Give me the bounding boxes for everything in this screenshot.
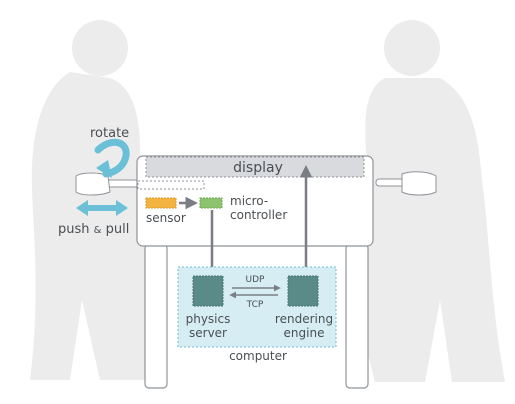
micro-label-line1: micro- — [230, 194, 268, 208]
tcp-label: TCP — [246, 300, 264, 310]
rendering-engine-module — [287, 275, 319, 307]
table-legs — [144, 243, 369, 389]
rotate-label: rotate — [90, 126, 129, 141]
rotate-arrow-icon — [94, 138, 130, 178]
physics-server-module — [192, 275, 224, 307]
shaft-dashed — [137, 180, 205, 190]
amp-symbol: & — [94, 225, 102, 236]
physics-label-line1: physics — [186, 312, 231, 326]
right-person-silhouette — [361, 20, 505, 382]
micro-label-line2: controller — [230, 208, 287, 222]
display-label: display — [233, 160, 283, 176]
sensor-label: sensor — [146, 211, 186, 225]
computer-label: computer — [229, 349, 287, 363]
push-pull-label: push & pull — [58, 222, 129, 237]
pull-word: pull — [106, 222, 130, 237]
right-handle — [375, 171, 437, 196]
sensor-block — [145, 197, 177, 209]
microcontroller-block — [199, 197, 223, 209]
push-word: push — [58, 222, 90, 237]
push-pull-arrow-icon — [76, 200, 128, 216]
render-label-line2: engine — [284, 326, 325, 340]
render-label-line1: rendering — [275, 312, 333, 326]
physics-label-line2: server — [189, 326, 227, 340]
udp-label: UDP — [246, 275, 266, 285]
table-housing — [136, 155, 374, 247]
